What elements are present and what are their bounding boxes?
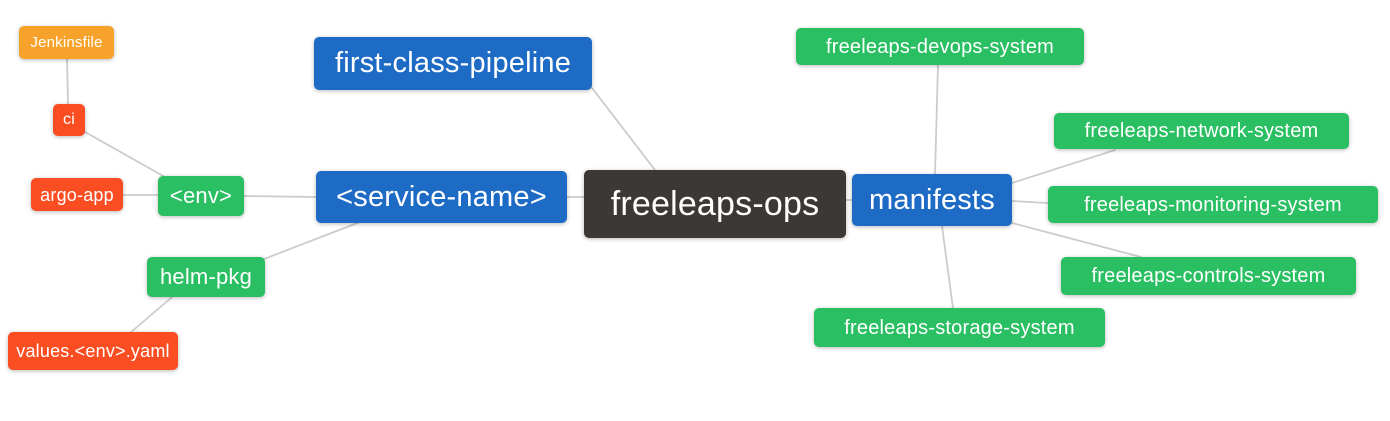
edge-helm-pkg-to-service-name xyxy=(263,221,361,260)
edge-manifests-to-freeleaps-controls-system xyxy=(1011,222,1142,258)
ci-node[interactable]: ci xyxy=(53,104,85,136)
values-env-yaml-node[interactable]: values.<env>.yaml xyxy=(8,332,178,370)
freeleaps-devops-system-node[interactable]: freeleaps-devops-system xyxy=(796,28,1084,65)
freeleaps-ops-node[interactable]: freeleaps-ops xyxy=(584,170,846,238)
env-node[interactable]: <env> xyxy=(158,176,244,216)
edge-first-class-pipeline-to-freeleaps-ops xyxy=(591,87,656,171)
edge-jenkinsfile-to-ci xyxy=(66,58,69,105)
edge-manifests-to-freeleaps-monitoring-system xyxy=(1011,200,1049,204)
edge-manifests-to-freeleaps-network-system xyxy=(1011,149,1116,184)
helm-pkg-node[interactable]: helm-pkg xyxy=(147,257,265,297)
freeleaps-monitoring-system-node[interactable]: freeleaps-monitoring-system xyxy=(1048,186,1378,223)
freeleaps-network-system-node[interactable]: freeleaps-network-system xyxy=(1054,113,1349,149)
first-class-pipeline-node[interactable]: first-class-pipeline xyxy=(314,37,592,90)
argo-app-node[interactable]: argo-app xyxy=(31,178,123,211)
edge-manifests-to-freeleaps-storage-system xyxy=(941,225,954,309)
edge-manifests-to-freeleaps-devops-system xyxy=(934,64,939,175)
edge-ci-to-env xyxy=(84,131,166,178)
jenkinsfile-node[interactable]: Jenkinsfile xyxy=(19,26,114,59)
freeleaps-controls-system-node[interactable]: freeleaps-controls-system xyxy=(1061,257,1356,295)
edge-values-env-yaml-to-helm-pkg xyxy=(129,296,173,334)
service-name-node[interactable]: <service-name> xyxy=(316,171,567,223)
edge-env-to-service-name xyxy=(243,195,317,198)
manifests-node[interactable]: manifests xyxy=(852,174,1012,226)
freeleaps-storage-system-node[interactable]: freeleaps-storage-system xyxy=(814,308,1105,347)
